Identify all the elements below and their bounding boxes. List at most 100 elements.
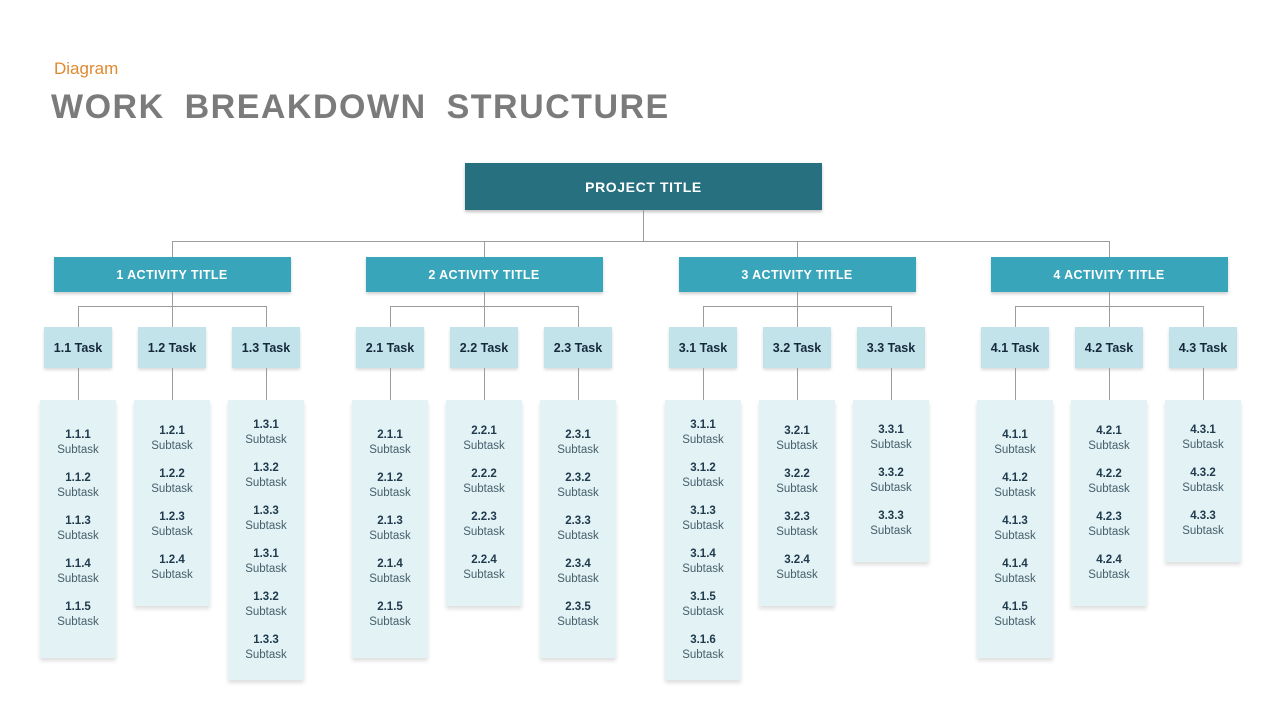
connector-subtask-stem <box>578 368 579 400</box>
subtask-number: 1.2.4 <box>159 553 185 566</box>
connector-activity-drop <box>797 241 798 257</box>
subtask-number: 2.1.1 <box>377 429 403 441</box>
task-box-label: 2.1 Task <box>365 340 415 355</box>
subtask-number: 2.1.5 <box>377 601 403 613</box>
subtask-number: 4.1.4 <box>1002 558 1028 570</box>
subtask-word: Subtask <box>1182 439 1224 451</box>
subtask-number: 1.2.3 <box>159 510 185 523</box>
project-title-box: PROJECT TITLE <box>465 163 822 210</box>
subtask-word: Subtask <box>57 487 99 499</box>
activity-title-box: 1 ACTIVITY TITLE <box>53 257 291 292</box>
connector-task-drop <box>78 306 79 327</box>
activity-title-box-label: 3 ACTIVITY TITLE <box>741 267 853 282</box>
task-box-label: 3.2 Task <box>772 340 822 355</box>
subtask-number: 2.3.1 <box>565 429 591 441</box>
subtask-word: Subtask <box>151 568 193 581</box>
subtask-number: 2.3.2 <box>565 472 591 484</box>
task-box: 3.3 Task <box>857 327 925 368</box>
subtask-word: Subtask <box>1182 482 1224 494</box>
subtask-word: Subtask <box>870 525 912 537</box>
subtask-word: Subtask <box>151 439 193 452</box>
subtask-word: Subtask <box>776 482 818 495</box>
subtask-number: 1.1.4 <box>65 558 91 570</box>
task-box-label: 3.1 Task <box>678 340 728 355</box>
subtask-word: Subtask <box>245 433 287 446</box>
subtask-number: 2.1.2 <box>377 472 403 484</box>
subtask-number: 3.3.3 <box>878 510 904 522</box>
subtask-word: Subtask <box>245 476 287 489</box>
subtask-word: Subtask <box>57 444 99 456</box>
connector-activity-stem <box>484 292 485 306</box>
subtask-number: 4.1.3 <box>1002 515 1028 527</box>
connector-main-bus <box>172 241 1110 242</box>
subtask-word: Subtask <box>1182 525 1224 537</box>
subtask-word: Subtask <box>245 519 287 532</box>
subtask-word: Subtask <box>463 568 505 581</box>
subtask-word: Subtask <box>994 573 1036 585</box>
connector-task-drop <box>172 306 173 327</box>
project-title-label: PROJECT TITLE <box>585 178 702 195</box>
connector-task-drop <box>703 306 704 327</box>
subtask-number: 3.1.1 <box>690 418 716 431</box>
subtask-number: 3.2.2 <box>784 467 810 480</box>
connector-root-stem <box>643 210 644 241</box>
subtask-number: 3.3.1 <box>878 424 904 436</box>
task-box: 1.3 Task <box>232 327 300 368</box>
connector-subtask-stem <box>1203 368 1204 400</box>
subtask-word: Subtask <box>870 439 912 451</box>
activity-title-box-label: 1 ACTIVITY TITLE <box>116 267 228 282</box>
task-box-label: 1.1 Task <box>53 340 103 355</box>
subtask-word: Subtask <box>557 487 599 499</box>
connector-task-drop <box>1015 306 1016 327</box>
connector-activity-stem <box>172 292 173 306</box>
subtask-number: 3.1.6 <box>690 633 716 646</box>
subtask-word: Subtask <box>57 616 99 628</box>
subtask-number: 1.2.1 <box>159 424 185 437</box>
task-box: 4.2 Task <box>1075 327 1143 368</box>
connector-activity-drop <box>172 241 173 257</box>
activity-title-box: 2 ACTIVITY TITLE <box>365 257 603 292</box>
subtask-word: Subtask <box>682 519 724 532</box>
subtask-number: 1.3.1 <box>253 547 279 560</box>
page-title: WORK BREAKDOWN STRUCTURE <box>51 88 670 126</box>
subtask-word: Subtask <box>776 439 818 452</box>
activity-title-box: 3 ACTIVITY TITLE <box>678 257 916 292</box>
activity-title-box-label: 2 ACTIVITY TITLE <box>428 267 540 282</box>
task-box-label: 1.2 Task <box>147 340 197 355</box>
subtask-word: Subtask <box>682 648 724 661</box>
subtask-number: 2.2.1 <box>471 424 497 437</box>
connector-activity-drop <box>484 241 485 257</box>
connector-subtask-stem <box>390 368 391 400</box>
task-box: 2.1 Task <box>356 327 424 368</box>
subtask-number: 2.1.4 <box>377 558 403 570</box>
subtask-number: 4.3.3 <box>1190 510 1216 522</box>
subtask-word: Subtask <box>994 444 1036 456</box>
